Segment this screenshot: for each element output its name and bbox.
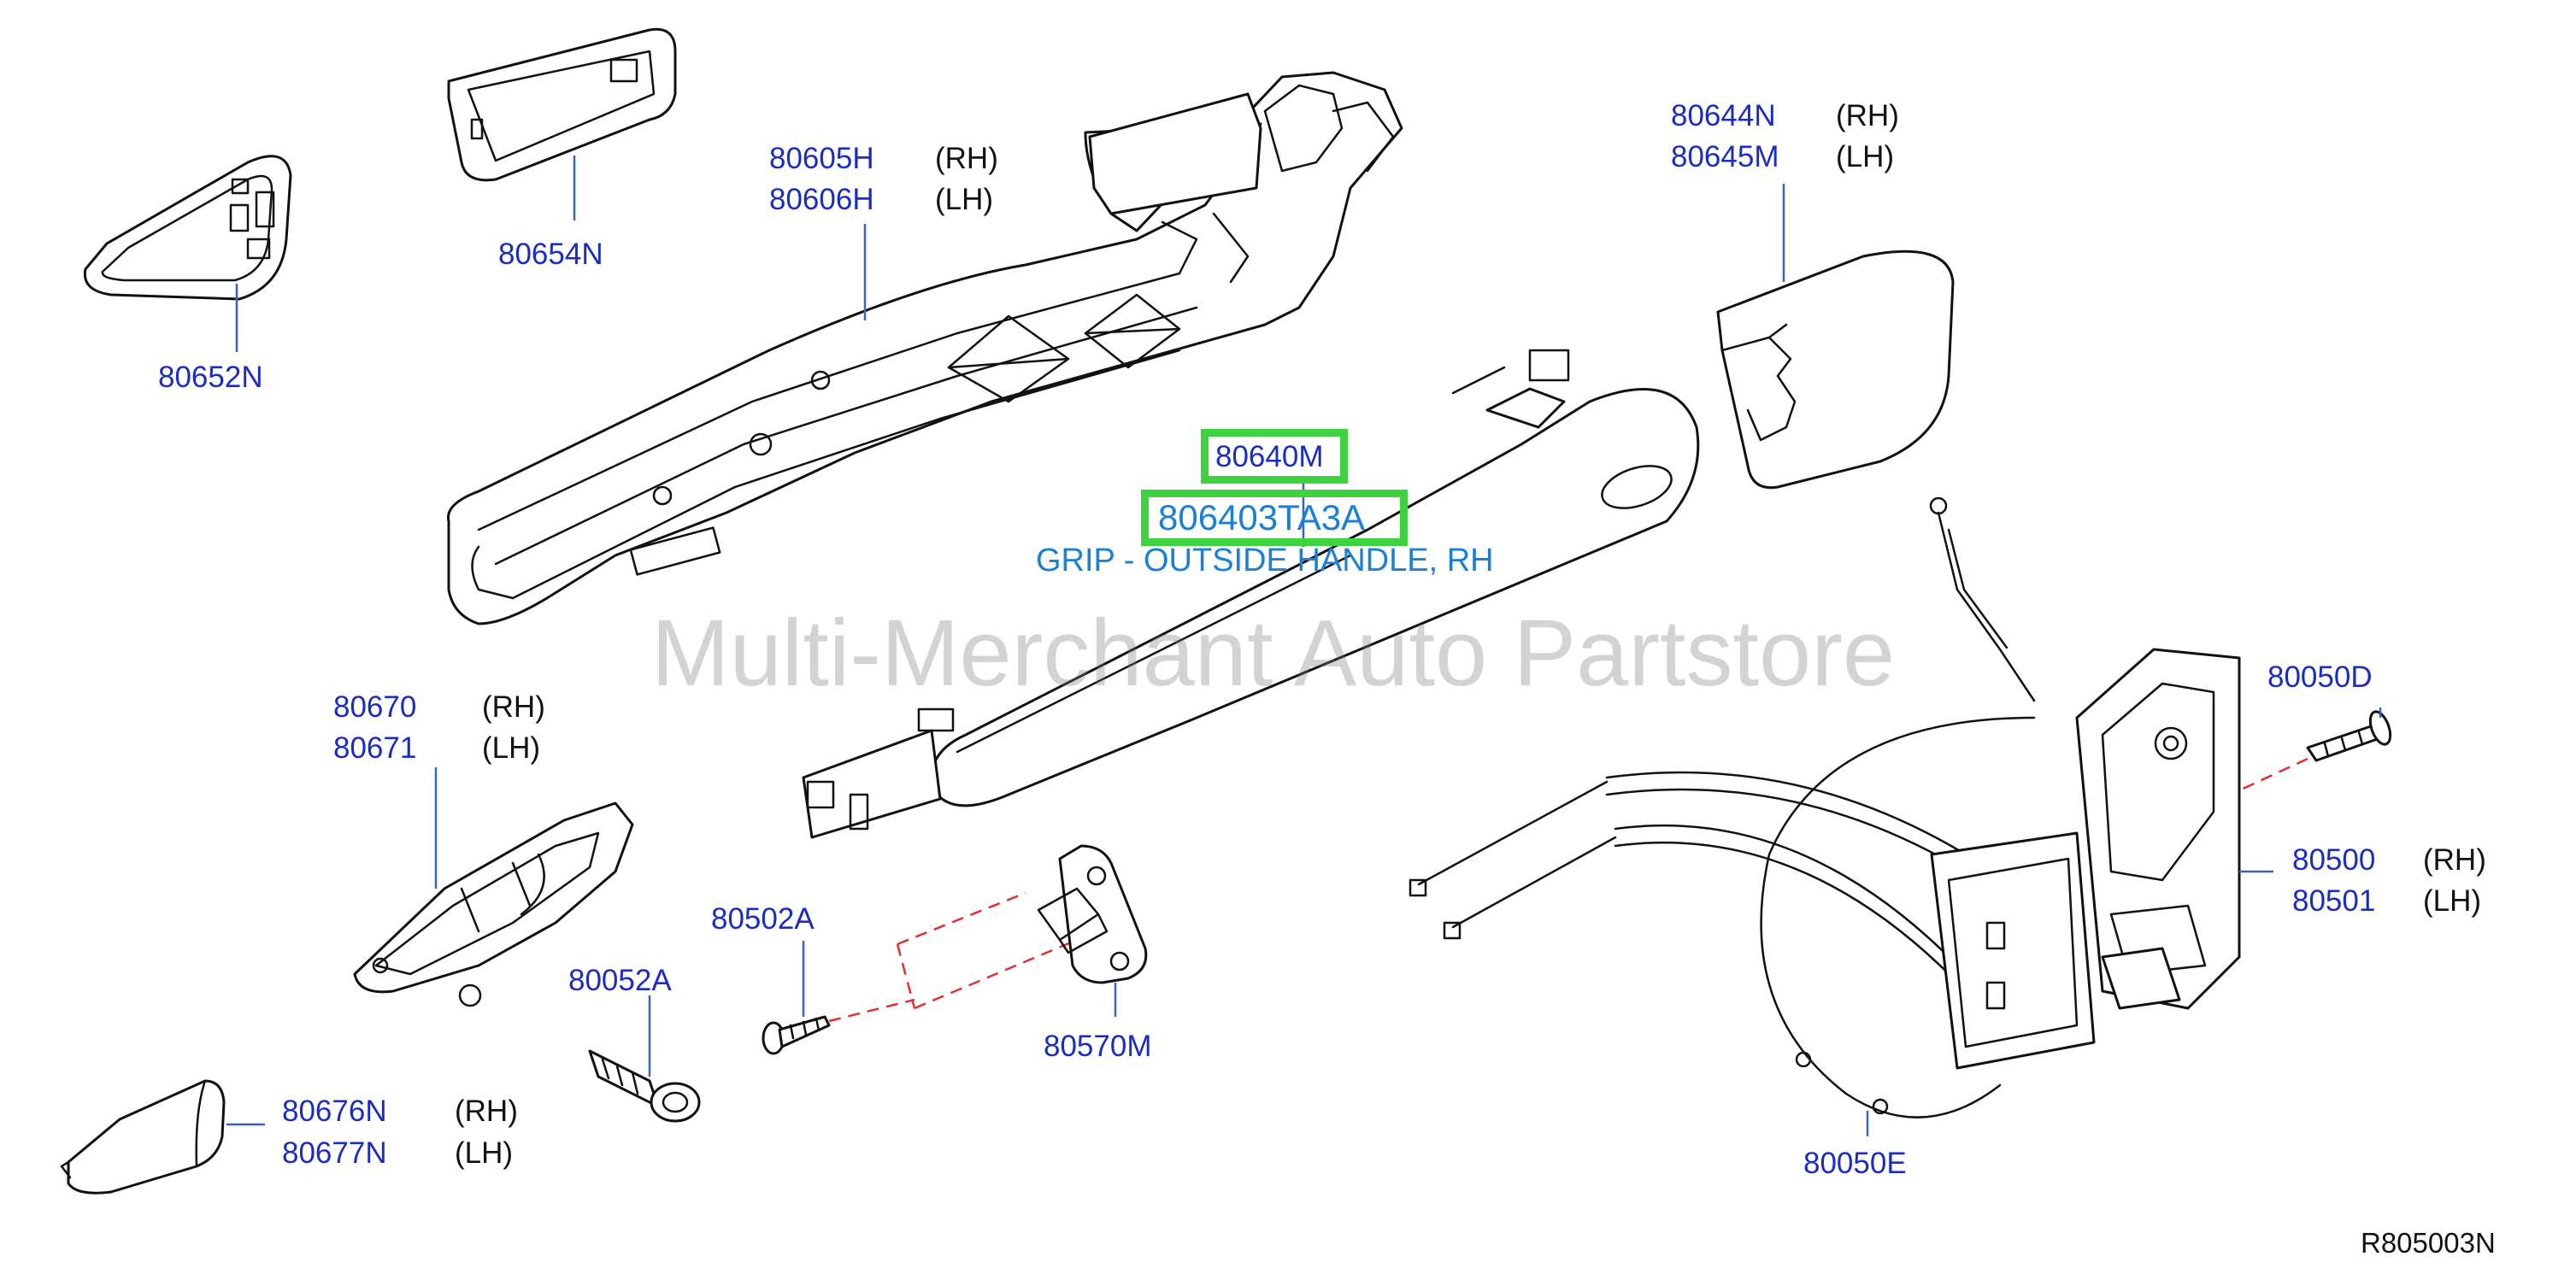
handle-frame-80605h-drawing [446,71,1403,625]
part-number-80501[interactable]: 80501 [2292,884,2376,918]
side-label-80605h: (RH) [935,142,998,175]
bolt-80052a-drawing [588,1049,701,1123]
side-label-80501: (LH) [2423,884,2482,918]
part-number-80677n[interactable]: 80677N [282,1136,387,1170]
inside-handle-80670-drawing [353,801,634,1007]
side-label-80671: (LH) [482,731,541,765]
part-number-806403ta3a[interactable]: 806403TA3A [1158,497,1366,537]
end-cap-80644n-drawing [1716,249,1955,490]
gasket-80652n-drawing [83,155,292,301]
screw-80502a-drawing [762,1015,831,1055]
grip-description: GRIP - OUTSIDE HANDLE, RH [1036,543,1494,578]
part-number-80670[interactable]: 80670 [333,690,417,724]
part-number-80500[interactable]: 80500 [2292,843,2376,877]
door-lock-80500-drawing [1409,496,2241,1118]
part-number-80050d[interactable]: 80050D [2267,660,2373,694]
part-number-80050e[interactable]: 80050E [1803,1147,1907,1180]
striker-80570m-drawing [1037,844,1148,984]
side-label-80670: (RH) [482,690,545,724]
screw-80050d-drawing [2306,710,2392,762]
part-number-80052a[interactable]: 80052A [568,964,672,997]
part-number-80676n[interactable]: 80676N [282,1095,387,1128]
side-label-80676n: (RH) [455,1095,518,1128]
part-number-80671[interactable]: 80671 [333,731,417,765]
side-label-80644n: (RH) [1836,99,1899,132]
watermark: Multi-Merchant Auto Partstore [651,601,1896,706]
part-number-80570m[interactable]: 80570M [1044,1030,1152,1063]
diagram-reference-code: R805003N [2361,1227,2496,1259]
part-number-80645m[interactable]: 80645M [1671,140,1779,173]
grip-80640m-drawing [802,349,1700,839]
highlight-box-80640m [1201,429,1348,484]
part-number-80652n[interactable]: 80652N [158,361,263,394]
side-label-80606h: (LH) [935,183,994,216]
part-number-80502a[interactable]: 80502A [711,902,815,936]
cap-80676n-drawing [60,1079,226,1195]
part-number-80654n[interactable]: 80654N [498,238,603,271]
part-number-80640m[interactable]: 80640M [1215,440,1324,473]
part-number-80606h[interactable]: 80606H [769,183,874,216]
highlight-box-806403ta3a [1141,490,1408,546]
side-label-80645m: (LH) [1836,140,1895,173]
part-number-80605h[interactable]: 80605H [769,142,874,175]
gasket-80654n-drawing [447,27,677,182]
side-label-80500: (RH) [2423,843,2486,877]
side-label-80677n: (LH) [455,1136,514,1170]
part-number-80644n[interactable]: 80644N [1671,99,1776,132]
